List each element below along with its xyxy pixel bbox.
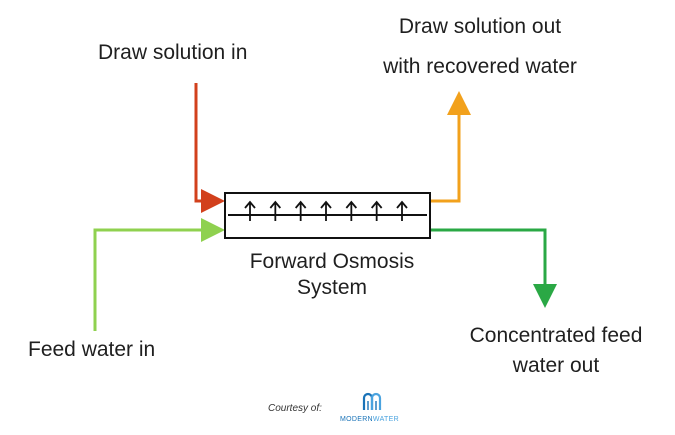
system-label: Forward Osmosis System xyxy=(222,249,442,301)
draw-solution-out-line-2: with recovered water xyxy=(383,55,577,78)
membrane xyxy=(228,200,427,221)
draw-solution-in-arrow xyxy=(194,83,225,213)
feed-water-in-label: Feed water in xyxy=(28,338,156,361)
permeation-arrow-icon xyxy=(269,200,282,221)
permeation-arrow-icon xyxy=(244,200,256,221)
permeation-arrow-icon xyxy=(320,200,332,221)
draw-solution-out-arrow xyxy=(431,91,471,203)
system-label-line-2: System xyxy=(296,276,367,299)
logo-text-bold: MODERN xyxy=(340,416,373,423)
draw-solution-out-line-1: Draw solution out xyxy=(398,15,562,38)
permeation-arrow-icon xyxy=(396,200,408,221)
courtesy-text: Courtesy of: xyxy=(268,403,322,414)
draw-solution-in-label: Draw solution in xyxy=(98,41,248,64)
modern-water-logo-text: MODERNWATER xyxy=(340,416,399,423)
feed-water-in-arrow xyxy=(93,218,225,331)
concentrated-feed-out-line-1: Concentrated feed xyxy=(469,324,643,347)
permeation-arrow-icon xyxy=(294,200,307,221)
draw-solution-out-label: Draw solution out with recovered water xyxy=(360,7,600,87)
permeation-arrow-icon xyxy=(370,200,383,221)
logo-text-light: WATER xyxy=(372,416,399,423)
system-label-line-1: Forward Osmosis xyxy=(249,250,415,273)
permeation-arrow-icon xyxy=(345,200,358,221)
concentrated-feed-out-arrow xyxy=(431,228,557,308)
concentrated-feed-out-line-2: water out xyxy=(512,354,600,377)
concentrated-feed-out-label: Concentrated feed water out xyxy=(440,321,672,381)
modern-water-logo-icon xyxy=(362,392,382,410)
